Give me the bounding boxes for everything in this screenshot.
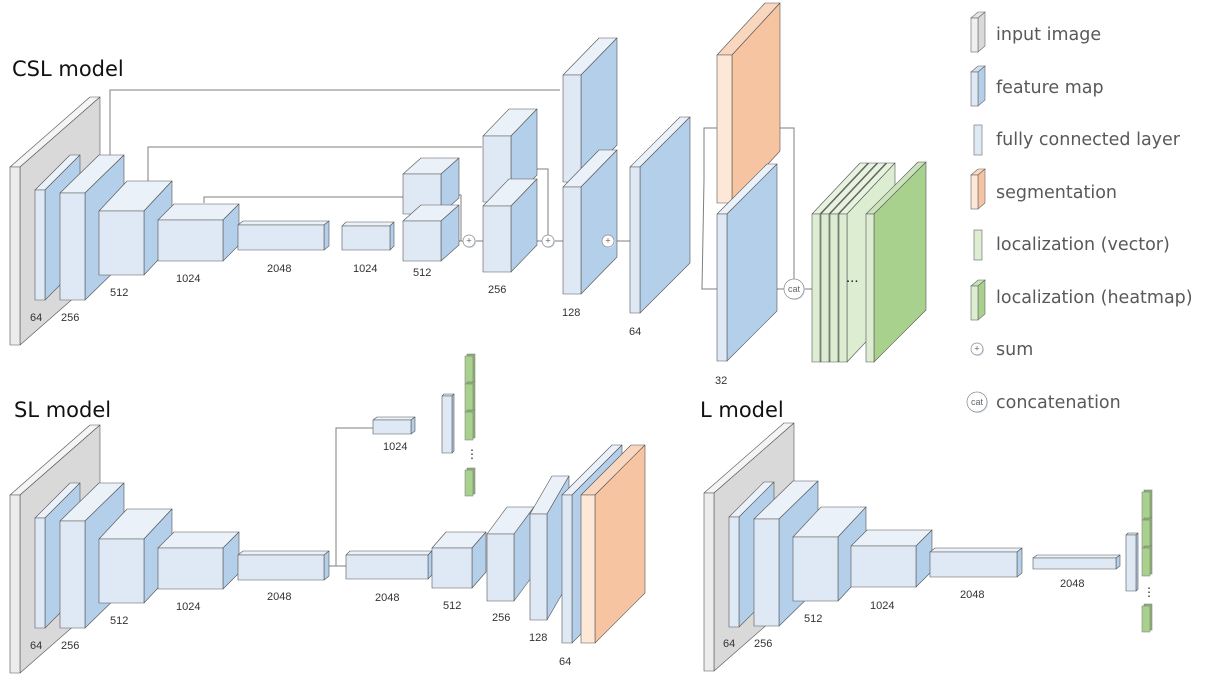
csl-up-512-a xyxy=(402,157,460,215)
sl-up-512 xyxy=(431,531,487,589)
sl-label-1024: 1024 xyxy=(176,601,200,613)
l-label-2048-b: 2048 xyxy=(1060,578,1084,590)
l-label-256: 256 xyxy=(754,638,772,650)
sl-fc-2048 xyxy=(237,550,330,581)
legend-label-localization-vector: localization (vector) xyxy=(996,235,1170,255)
csl-heatmap-ellipsis: ... xyxy=(846,269,859,286)
csl-label-64-b: 64 xyxy=(629,326,641,338)
sl-localization-vector xyxy=(464,353,476,441)
l-label-512: 512 xyxy=(804,613,822,625)
sl-label-128: 128 xyxy=(529,632,547,644)
csl-label-128: 128 xyxy=(562,307,580,319)
l-label-64: 64 xyxy=(723,638,735,650)
legend-icon-fully-connected-layer xyxy=(973,124,983,156)
legend-icon-sum: + xyxy=(970,342,984,356)
csl-fc-2048 xyxy=(237,220,330,251)
csl-skip-256 xyxy=(147,146,482,188)
legend-icon-concatenation: cat xyxy=(966,391,988,413)
l-fc-2048 xyxy=(929,547,1023,578)
sl-label-2048: 2048 xyxy=(267,591,291,603)
legend-icon-feature-map xyxy=(970,65,986,107)
l-fc-2048-b xyxy=(1032,554,1121,570)
sl-model-title: SL model xyxy=(14,398,111,422)
diagram-labels: CSL model SL model L model 64 256 512 10… xyxy=(12,57,1155,668)
sl-label-64-b: 64 xyxy=(559,656,571,668)
legend-label-input-image: input image xyxy=(996,25,1101,45)
csl-sum-2: + xyxy=(541,234,555,248)
legend-label-fully-connected-layer: fully connected layer xyxy=(996,130,1181,150)
csl-up-64 xyxy=(629,116,691,314)
l-localization-vector-end xyxy=(1141,603,1153,633)
csl-label-512: 512 xyxy=(110,287,128,299)
svg-text:cat: cat xyxy=(788,284,801,294)
legend-icon-localization-heatmap xyxy=(970,279,986,321)
csl-label-512-b: 512 xyxy=(413,267,431,279)
l-fc-vector xyxy=(1125,532,1139,592)
sl-localization-vector-end xyxy=(464,467,476,497)
layer-blocks xyxy=(9,2,1153,674)
csl-up-32 xyxy=(716,163,778,362)
l-fmap-256 xyxy=(753,480,819,627)
l-label-2048: 2048 xyxy=(960,589,984,601)
sl-label-64: 64 xyxy=(30,640,42,652)
csl-label-256: 256 xyxy=(61,312,79,324)
sl-label-256-b: 256 xyxy=(492,612,510,624)
sl-fmap-1024 xyxy=(157,531,240,590)
csl-label-256-b: 256 xyxy=(488,284,506,296)
csl-up-256-b xyxy=(482,178,538,273)
legend-label-concatenation: concatenation xyxy=(996,393,1121,413)
csl-up-512-b xyxy=(402,204,460,262)
csl-concat-lines xyxy=(701,127,795,290)
csl-label-1024: 1024 xyxy=(176,273,200,285)
l-label-1024: 1024 xyxy=(870,600,894,612)
sl-vector-ellipsis: ⋮ xyxy=(466,447,478,461)
sl-segmentation-output xyxy=(580,444,646,644)
legend-label-localization-heatmap: localization (heatmap) xyxy=(996,288,1193,308)
sl-label-512: 512 xyxy=(110,615,128,627)
legend-label-segmentation: segmentation xyxy=(996,183,1117,203)
legend-label-feature-map: feature map xyxy=(996,78,1104,98)
sl-fc-1024 xyxy=(372,416,416,435)
legend-icon-input-image xyxy=(970,11,986,53)
csl-label-2048: 2048 xyxy=(267,263,291,275)
l-fmap-1024 xyxy=(850,529,933,588)
sl-label-512-b: 512 xyxy=(443,600,461,612)
csl-label-1024-b: 1024 xyxy=(353,263,377,275)
legend-icon-segmentation xyxy=(970,168,986,210)
l-vector-ellipsis: ⋮ xyxy=(1143,585,1155,599)
svg-text:+: + xyxy=(974,344,979,354)
csl-label-32: 32 xyxy=(715,375,727,387)
l-model-title: L model xyxy=(700,398,784,422)
sl-up-256 xyxy=(486,506,535,602)
csl-up-128-b xyxy=(562,149,618,295)
csl-concat: cat xyxy=(783,278,805,300)
operation-nodes: + + + cat + xyxy=(462,234,984,356)
csl-sum-1: + xyxy=(462,234,476,248)
l-localization-vector xyxy=(1141,489,1153,577)
sl-branch xyxy=(335,427,373,566)
csl-up-128-a xyxy=(562,37,618,183)
legend-icon-localization-vector xyxy=(973,229,983,261)
sl-label-2048-b: 2048 xyxy=(375,592,399,604)
sl-label-1024-fc: 1024 xyxy=(383,441,407,453)
csl-heatmap-last xyxy=(865,161,927,363)
legend: input image feature map fully connected … xyxy=(966,11,1193,413)
csl-fmap-1024 xyxy=(157,203,240,262)
sl-fc-2048-b xyxy=(345,550,433,580)
csl-label-64: 64 xyxy=(30,312,42,324)
csl-segmentation-output xyxy=(716,2,781,204)
csl-model-title: CSL model xyxy=(12,57,124,81)
legend-label-sum: sum xyxy=(996,340,1033,360)
csl-skip-64 xyxy=(109,89,560,175)
svg-text:+: + xyxy=(545,236,550,246)
svg-text:+: + xyxy=(466,236,471,246)
sl-fc-vector xyxy=(441,393,455,454)
csl-skip-512 xyxy=(203,196,405,203)
svg-text:+: + xyxy=(605,236,610,246)
csl-sum-3: + xyxy=(601,234,615,248)
csl-fc-1024 xyxy=(341,221,395,251)
svg-text:cat: cat xyxy=(971,397,984,407)
sl-label-256: 256 xyxy=(61,640,79,652)
